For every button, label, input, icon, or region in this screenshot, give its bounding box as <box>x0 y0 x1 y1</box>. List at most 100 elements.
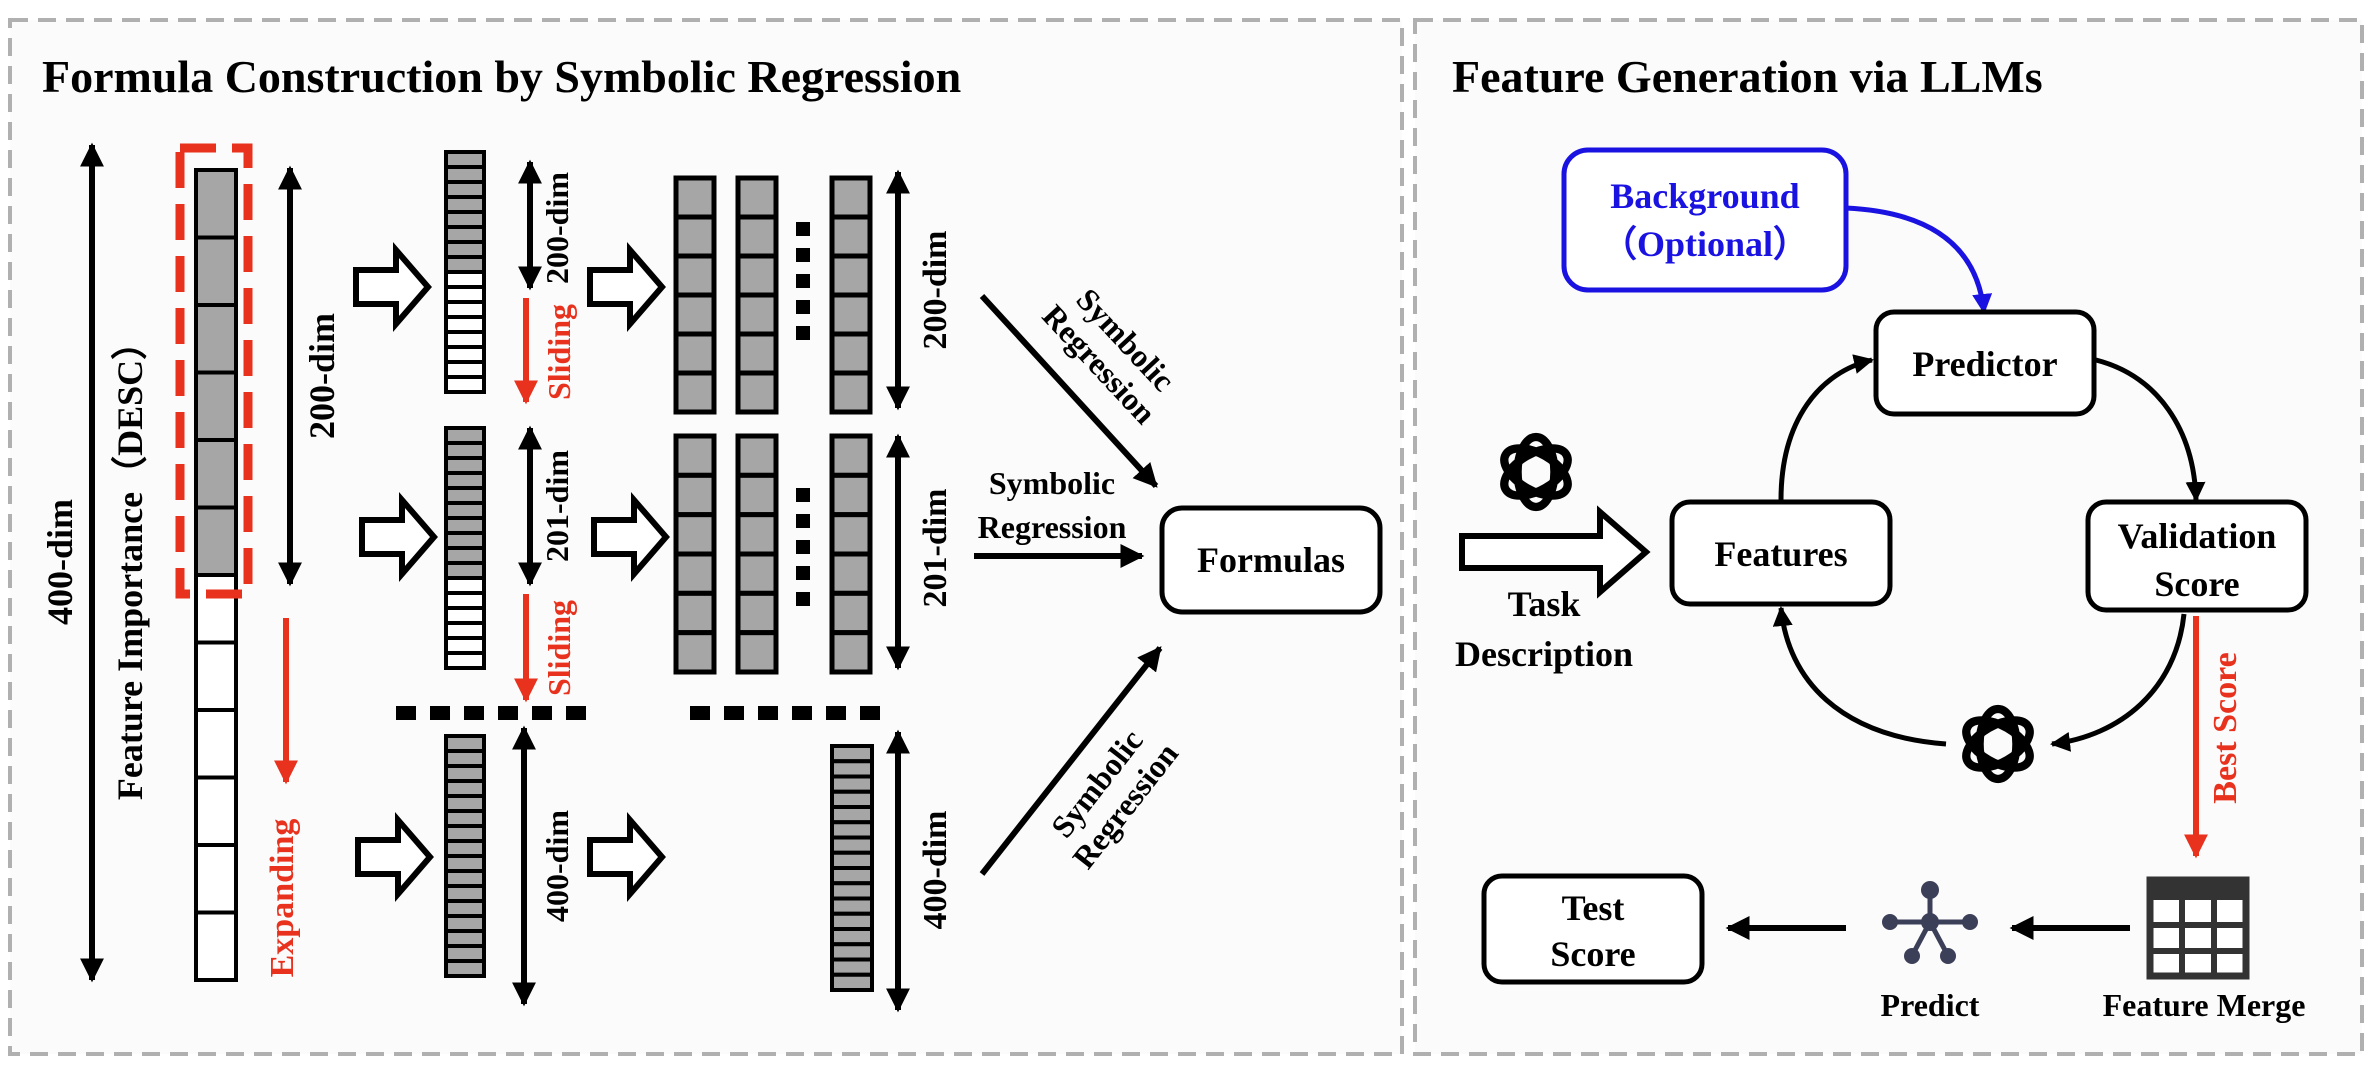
column-cell <box>673 175 717 220</box>
column-cell <box>444 899 486 918</box>
ellipsis-dot <box>796 592 810 606</box>
ellipsis-dot <box>796 248 810 262</box>
column-cell <box>444 270 486 289</box>
label-expanding: Expanding <box>264 819 301 978</box>
ellipsis-dot <box>430 706 450 720</box>
validation-to-llm-arrow <box>2050 613 2187 752</box>
column-cell <box>444 884 486 903</box>
column-cell <box>829 590 873 636</box>
column-cell <box>735 214 779 259</box>
formulas-box <box>1159 505 1383 615</box>
background-optional-label: （Optional） <box>1601 224 1809 264</box>
background-to-predictor-arrow <box>1845 205 1993 314</box>
result3-dim-label: 400-dim <box>917 811 954 930</box>
column-cell <box>194 843 238 915</box>
sr-arrow-bottom <box>979 646 1163 876</box>
column-cell <box>444 809 486 828</box>
column-cell <box>673 214 717 259</box>
validation-score-label: Score <box>2154 564 2239 604</box>
ellipsis-dot <box>826 706 846 720</box>
column-cell <box>194 505 238 577</box>
column-cell <box>829 512 873 557</box>
column-cell <box>444 779 486 798</box>
column-cell <box>830 759 874 779</box>
ellipsis-dot <box>724 706 744 720</box>
table-icon <box>2146 876 2250 980</box>
column-cell <box>444 210 486 229</box>
column-cell <box>673 512 717 557</box>
left-panel-title: Formula Construction by Symbolic Regress… <box>42 51 961 102</box>
test-score-box <box>1481 873 1705 985</box>
column-cell <box>830 911 874 931</box>
column-cell <box>444 360 486 379</box>
features-box <box>1669 499 1893 607</box>
column-cell <box>829 630 873 675</box>
column-cell <box>673 370 717 415</box>
column-cell <box>673 551 717 596</box>
column-cell <box>735 331 779 376</box>
ellipsis-dot <box>796 222 810 236</box>
ellipsis-dot <box>532 706 552 720</box>
ellipsis-dot <box>796 488 810 502</box>
ellipsis-dot <box>796 274 810 288</box>
column-cell <box>673 630 717 675</box>
features-label: Features <box>1714 534 1847 574</box>
column-cell <box>444 749 486 768</box>
column-cell <box>444 345 486 364</box>
column-cell <box>444 869 486 888</box>
column-cell <box>444 531 486 550</box>
column-cell <box>830 881 874 901</box>
predictor-label: Predictor <box>1912 344 2057 384</box>
column-cell <box>444 516 486 535</box>
column-cell <box>829 175 873 220</box>
task-label: Task <box>1508 584 1581 624</box>
column-cell <box>830 744 874 764</box>
column-cell <box>829 331 873 376</box>
column-cell <box>444 734 486 753</box>
column-cell <box>444 959 486 978</box>
column-cell <box>830 774 874 794</box>
block-arrow <box>587 241 666 333</box>
sr-arrow-top <box>979 293 1159 489</box>
ellipsis-dot <box>464 706 484 720</box>
column-cell <box>830 866 874 886</box>
column-cell <box>444 150 486 169</box>
sr-label-mid-1: Symbolic <box>989 465 1115 501</box>
column-cell <box>194 573 238 645</box>
column-cell <box>444 456 486 475</box>
column-cell <box>444 255 486 274</box>
column-cell <box>444 471 486 490</box>
column-cell <box>194 910 238 982</box>
column-cell <box>444 285 486 304</box>
features-to-predictor-arrow <box>1778 354 1874 501</box>
column-cell <box>444 426 486 445</box>
window-columns <box>444 150 486 978</box>
column-cell <box>735 630 779 675</box>
best-score-label: Best Score <box>2207 652 2244 803</box>
sr-label-mid-2: Regression <box>978 509 1127 545</box>
label-feature-importance: Feature Importance（DESC） <box>110 324 150 800</box>
column-cell <box>444 501 486 520</box>
predictor-to-validation-arrow <box>2095 357 2206 502</box>
ellipsis-dot <box>796 566 810 580</box>
block-arrow <box>355 811 434 903</box>
llm-to-features-arrow <box>1772 606 1947 747</box>
ellipsis-dot <box>792 706 812 720</box>
column-cell <box>194 708 238 780</box>
column-cell <box>444 621 486 640</box>
column-cell <box>829 551 873 596</box>
row2-dim-label: 201-dim <box>539 450 575 562</box>
ellipsis-dot <box>796 514 810 528</box>
column-cell <box>444 839 486 858</box>
row3-dim-label: 400-dim <box>539 810 575 922</box>
column-cell <box>735 370 779 415</box>
result-columns <box>673 175 874 992</box>
feature-merge-label: Feature Merge <box>2103 987 2306 1023</box>
test-label: Test <box>1562 888 1625 928</box>
column-cell <box>444 944 486 963</box>
column-cell <box>830 850 874 870</box>
column-cell <box>829 370 873 415</box>
block-arrow <box>591 491 670 583</box>
column-cell <box>830 972 874 992</box>
